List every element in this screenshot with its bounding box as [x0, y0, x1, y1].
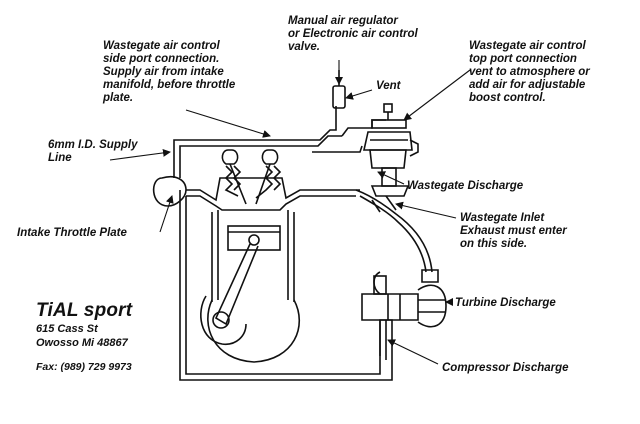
arrow-throttle: [159, 195, 174, 233]
label-manual-regulator: Manual air regulator or Electronic air c…: [288, 15, 418, 53]
fax-number: Fax: (989) 729 9973: [36, 361, 132, 373]
label-supply-line: 6mm I.D. Supply Line: [48, 139, 138, 164]
label-top-port: Wastegate air control top port connectio…: [469, 40, 590, 104]
label-turbine-discharge: Turbine Discharge: [455, 297, 556, 309]
tial-logo: TiAL sport: [36, 300, 133, 321]
arrow-side-port: [185, 109, 271, 138]
address-line2: Owosso Mi 48867: [36, 337, 128, 349]
arrow-compressor: [387, 339, 439, 365]
label-wastegate-inlet: Wastegate Inlet Exhaust must enter on th…: [460, 212, 567, 250]
label-intake-throttle: Intake Throttle Plate: [17, 227, 127, 239]
exhaust-pipe: [355, 189, 433, 273]
label-wastegate-discharge: Wastegate Discharge: [407, 180, 524, 192]
air-regulator: [332, 85, 346, 109]
turbocharger: [361, 269, 447, 328]
arrow-top-port: [403, 69, 471, 121]
address-line1: 615 Cass St: [36, 323, 98, 335]
label-vent: Vent: [376, 80, 401, 92]
arrow-wg-discharge: [377, 171, 405, 185]
valve-springs: [221, 149, 282, 205]
piston: [227, 225, 281, 251]
arrow-vent: [345, 89, 373, 100]
arrow-supply: [109, 148, 171, 161]
arrow-wg-inlet: [395, 201, 457, 219]
label-compressor-discharge: Compressor Discharge: [442, 362, 569, 374]
label-side-port: Wastegate air control side port connecti…: [103, 40, 236, 104]
wastegate-actuator: [363, 103, 419, 197]
supply-line: [173, 106, 337, 178]
